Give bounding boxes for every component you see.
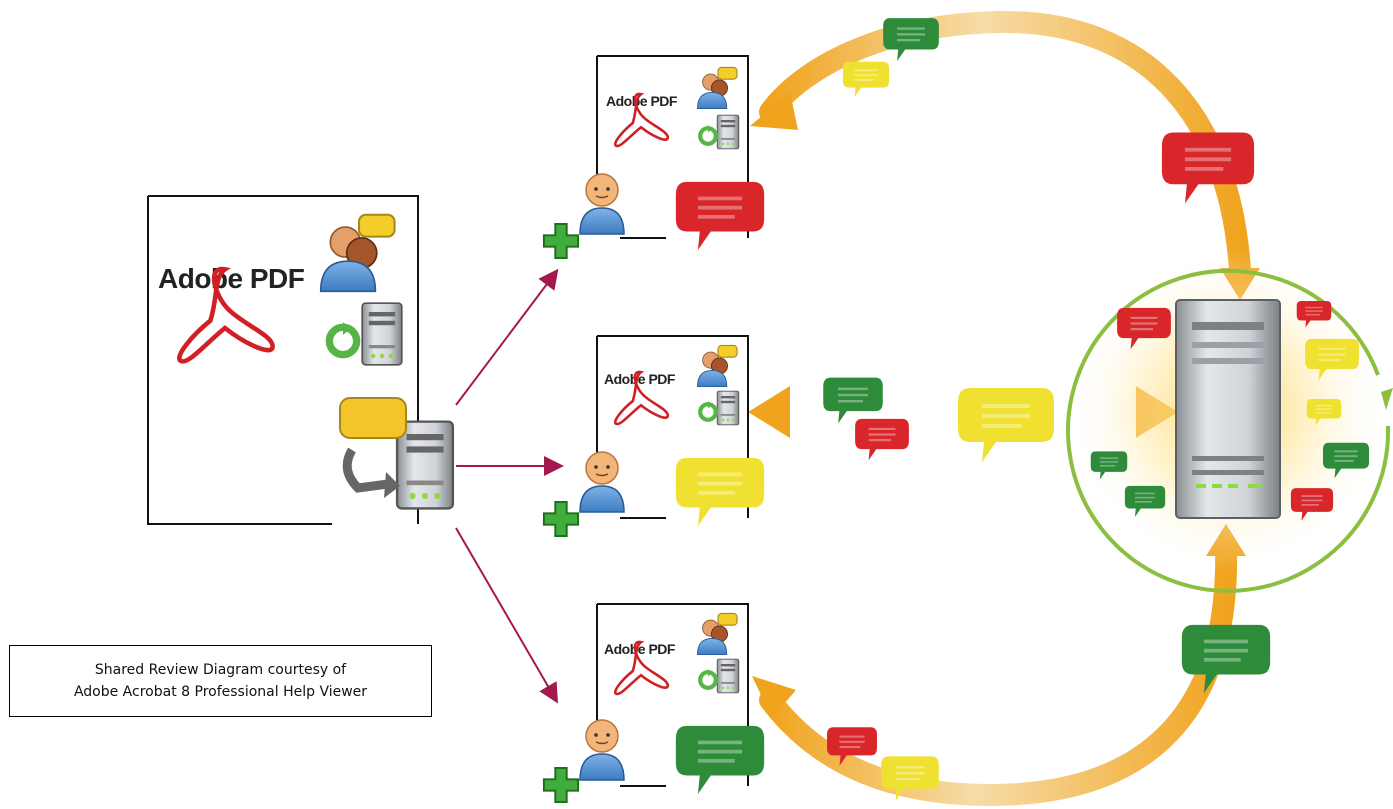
add-reviewer-icon: [542, 500, 580, 538]
comment-green-icon: [883, 18, 939, 62]
arrow-to-reviewer-3: [455, 527, 559, 704]
reviewer-1-pdf-label: Adobe PDF: [606, 93, 678, 109]
caption-line-1: Shared Review Diagram courtesy of: [94, 662, 347, 678]
server-icon: [716, 390, 740, 426]
source-pdf-label: Adobe PDF: [158, 263, 305, 294]
source-pdf-document: Adobe PDF: [147, 195, 419, 525]
reviewer-2-document: Adobe PDF: [542, 335, 765, 538]
server-icon: [716, 114, 740, 150]
comment-red-icon: [1161, 132, 1255, 204]
reviewer-2-comment-icon: [675, 457, 765, 526]
reviewer-3-document: Adobe PDF: [542, 603, 765, 804]
diagram-caption: Shared Review Diagram courtesy of Adobe …: [9, 645, 432, 717]
caption-line-2: Adobe Acrobat 8 Professional Help Viewer: [73, 684, 368, 700]
reviewer-1-document: Adobe PDF: [542, 55, 765, 260]
arrow-to-reviewer-1: [455, 268, 559, 406]
ring-arrow-icon: [1381, 388, 1393, 410]
add-reviewer-icon: [542, 766, 580, 804]
comment-yellow-icon: [958, 388, 1054, 462]
central-server-icon: [1175, 299, 1281, 519]
reviewer-3-comment-icon: [675, 725, 765, 794]
server-icon: [716, 658, 740, 694]
reviewer-2-pdf-label: Adobe PDF: [604, 371, 676, 387]
bottom-arrowhead-left: [752, 676, 796, 718]
server-ring: [1066, 268, 1391, 593]
review-server-hub: [1066, 248, 1393, 593]
middle-arrowhead-left: [748, 386, 790, 438]
comment-red-icon: [855, 418, 909, 461]
top-arrowhead-left: [750, 92, 798, 130]
reviewer-person-icon: [579, 173, 625, 235]
comment-yellow-icon: [842, 61, 890, 98]
bottom-flow-arrow: [759, 537, 1238, 807]
publish-server: [339, 397, 455, 510]
server-icon: [361, 302, 403, 366]
publish-comment-icon: [339, 397, 407, 439]
publish-server-icon: [395, 420, 455, 510]
publish-arrow-icon: [342, 447, 389, 493]
distribution-arrows: [455, 268, 564, 704]
reviewer-1-comment-icon: [675, 181, 765, 250]
add-reviewer-icon: [542, 222, 580, 260]
reviewer-person-icon: [579, 451, 625, 513]
reviewer-3-pdf-label: Adobe PDF: [604, 641, 676, 657]
reviewer-person-icon: [579, 719, 625, 781]
